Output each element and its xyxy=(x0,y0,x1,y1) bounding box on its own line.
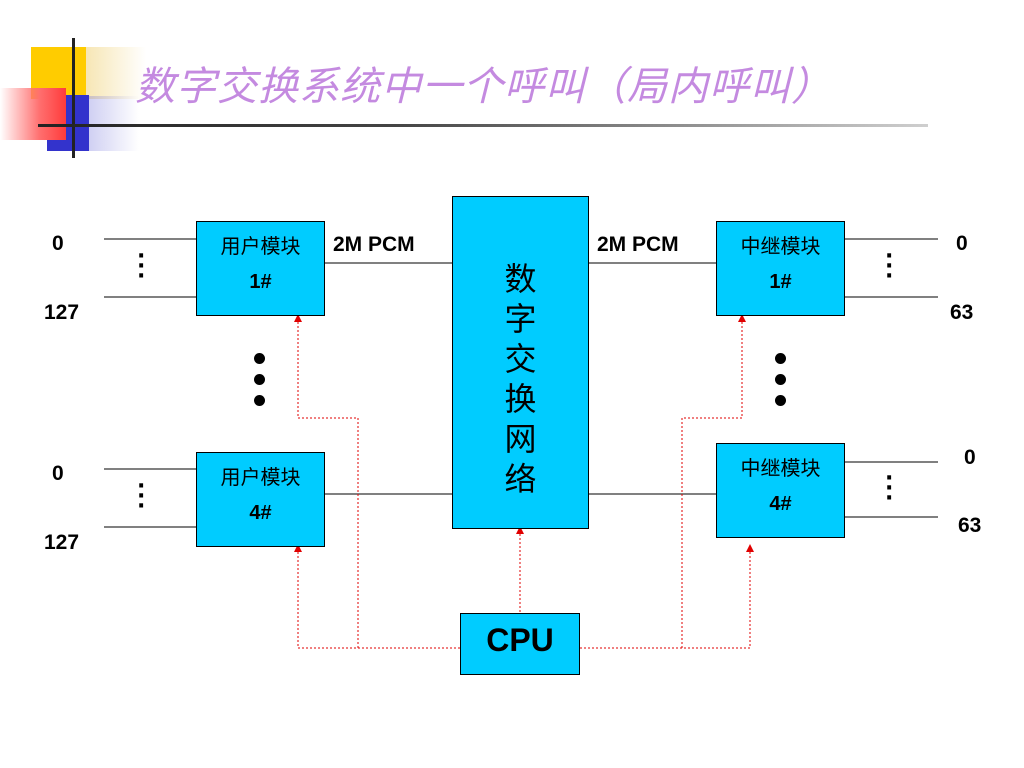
trunk-modules-more-dot-1 xyxy=(775,353,786,364)
trunk-modules-more-dot-2 xyxy=(775,374,786,385)
trunk-module-4-name: 中继模块 xyxy=(740,456,821,480)
user-module-4-number: 4# xyxy=(249,502,272,524)
trunk1-ellipsis-icon: ··· xyxy=(885,244,894,289)
user-module-1: 用户模块 1# xyxy=(196,221,325,316)
cpu-box: CPU xyxy=(460,613,580,675)
title-underline xyxy=(38,124,928,127)
user-modules-more-dot-3 xyxy=(254,395,265,406)
user-modules-more-dot-2 xyxy=(254,374,265,385)
pcm-label-right: 2M PCM xyxy=(597,233,679,256)
trunk-module-4: 中继模块 4# xyxy=(716,443,845,538)
user4-line-end: 127 xyxy=(44,531,80,554)
trunk1-line-end: 63 xyxy=(950,301,974,324)
trunk-module-1: 中继模块 1# xyxy=(716,221,845,316)
user4-ellipsis-icon: ··· xyxy=(137,474,146,519)
trunk4-line-end: 63 xyxy=(958,514,982,537)
user-module-4-name: 用户模块 xyxy=(220,465,301,489)
cpu-label: CPU xyxy=(486,622,554,658)
trunk-modules-more-dot-3 xyxy=(775,395,786,406)
deco-vertical-line xyxy=(72,38,75,158)
deco-fade-square xyxy=(86,47,146,99)
pcm-label-left: 2M PCM xyxy=(333,233,415,256)
user1-line-start: 0 xyxy=(52,232,64,255)
trunk-module-4-number: 4# xyxy=(769,493,792,515)
user-modules-more-dot-1 xyxy=(254,353,265,364)
user-module-1-name: 用户模块 xyxy=(220,234,301,258)
deco-red-square xyxy=(0,88,66,140)
control-arrowheads xyxy=(294,314,754,552)
trunk4-line-start: 0 xyxy=(964,446,976,469)
cpu-control-lines xyxy=(297,320,751,649)
user1-line-end: 127 xyxy=(44,301,80,324)
trunk1-line-start: 0 xyxy=(956,232,968,255)
trunk4-ellipsis-icon: ··· xyxy=(885,466,894,511)
network-label: 数 字 交 换 网 络 xyxy=(504,260,537,498)
trunk-module-1-number: 1# xyxy=(769,271,792,293)
trunk-module-1-name: 中继模块 xyxy=(740,234,821,258)
digital-switching-network: 数 字 交 换 网 络 xyxy=(452,196,589,529)
user1-ellipsis-icon: ··· xyxy=(137,244,146,289)
page-title: 数字交换系统中一个呼叫（局内呼叫） xyxy=(135,64,832,110)
user-module-1-number: 1# xyxy=(249,271,272,293)
deco-fade-square-2 xyxy=(89,96,139,151)
user4-line-start: 0 xyxy=(52,462,64,485)
user-module-4: 用户模块 4# xyxy=(196,452,325,547)
